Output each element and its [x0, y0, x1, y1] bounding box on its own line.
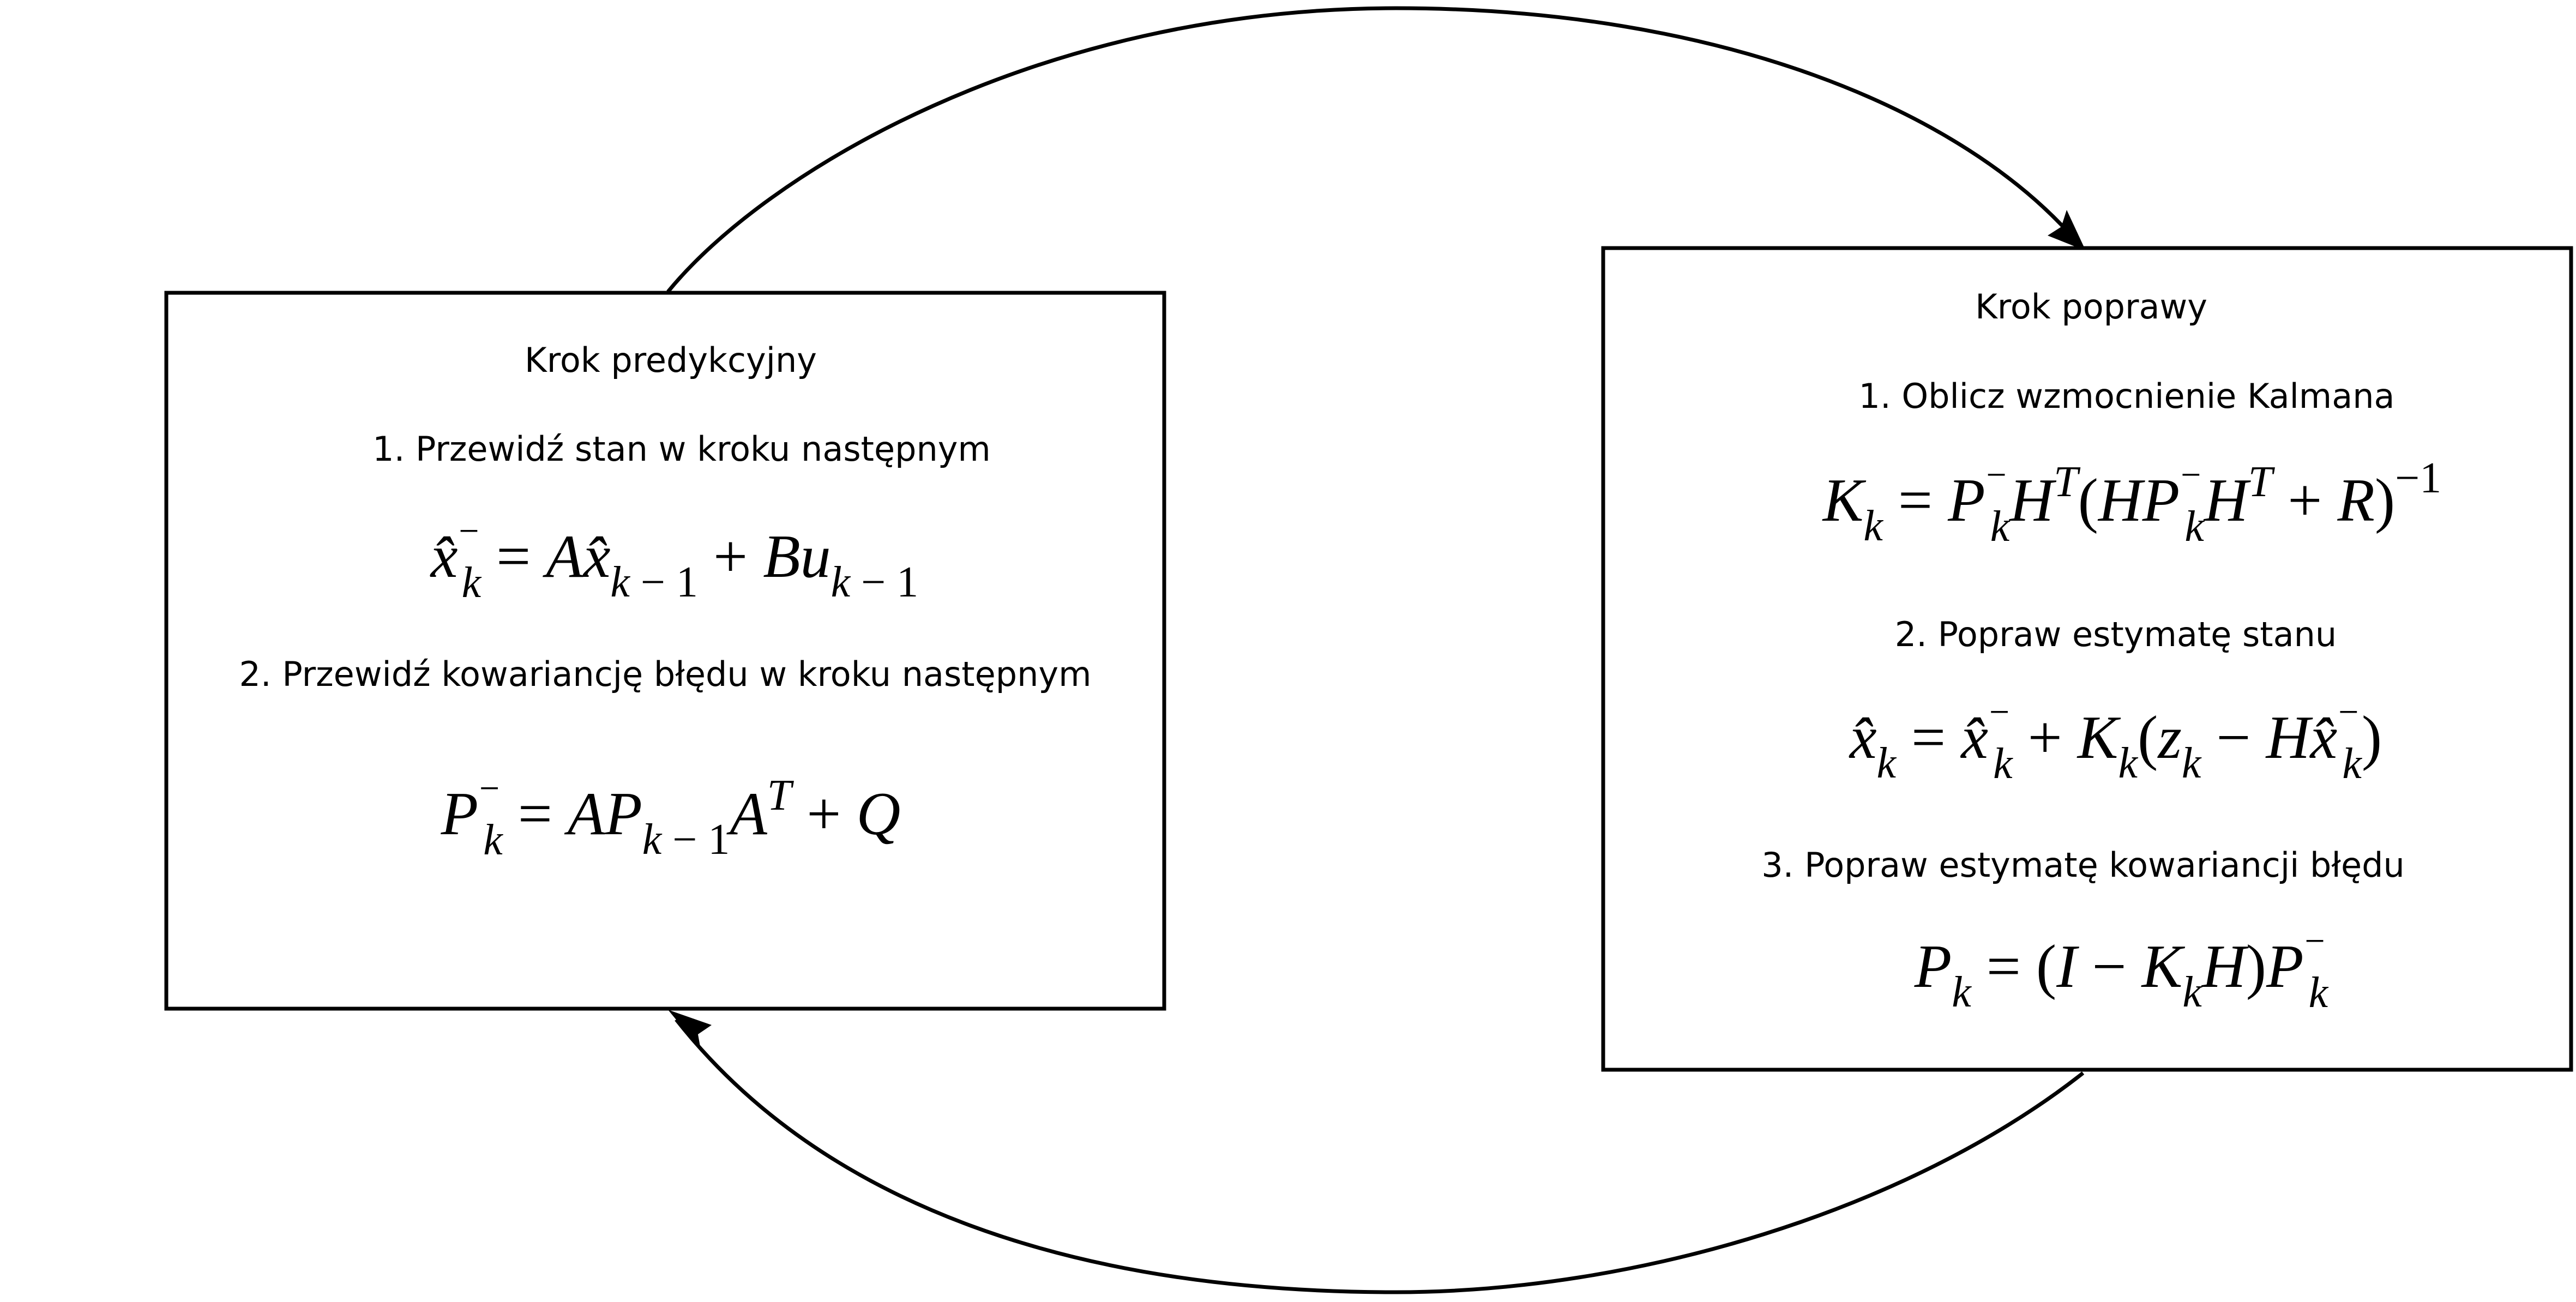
- correction-to-prediction-arc: [675, 1018, 2085, 1294]
- prediction-to-correction-arc: [666, 6, 2079, 293]
- prediction-step2-label: 2. Przewidź kowariancję błędu w kroku na…: [239, 654, 1091, 694]
- prediction-title: Krok predykcyjny: [525, 340, 817, 380]
- prediction-step-box: Krok predykcyjny 1. Przewidź stan w krok…: [164, 291, 1166, 1011]
- correction-title: Krok poprawy: [1975, 287, 2207, 327]
- arrow-into-correction-box: [2048, 210, 2086, 251]
- prediction-state-formula: x̂⁻k = Ax̂k − 1 + Buk − 1: [430, 514, 919, 607]
- correction-box-frame: [1601, 246, 2573, 1072]
- correction-step-box: Krok poprawy 1. Oblicz wzmocnienie Kalma…: [1601, 246, 2573, 1072]
- correction-step3-label: 3. Popraw estymatę kowariancji błędu: [1761, 845, 2405, 885]
- prediction-step1-label: 1. Przewidź stan w kroku następnym: [372, 429, 991, 469]
- prediction-box-frame: [164, 291, 1166, 1011]
- correction-step1-label: 1. Oblicz wzmocnienie Kalmana: [1859, 376, 2395, 416]
- arrow-into-prediction-box: [668, 1010, 712, 1050]
- correction-step2-label: 2. Popraw estymatę stanu: [1895, 614, 2337, 654]
